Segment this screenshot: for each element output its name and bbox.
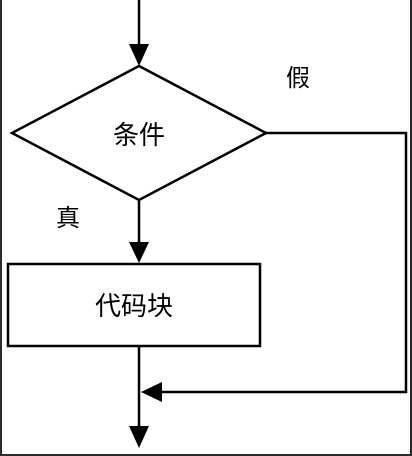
decision-label: 条件 [113,121,165,151]
true-branch-label: 真 [56,204,80,232]
process-label: 代码块 [95,292,173,322]
false-branch-arrowhead [141,382,162,402]
false-branch-label: 假 [286,64,310,92]
entry-arrowhead [129,44,149,66]
process-box [6,262,262,348]
exit-arrowhead [129,426,149,448]
false-branch-line [160,131,408,394]
true-branch-arrowhead [129,242,149,263]
